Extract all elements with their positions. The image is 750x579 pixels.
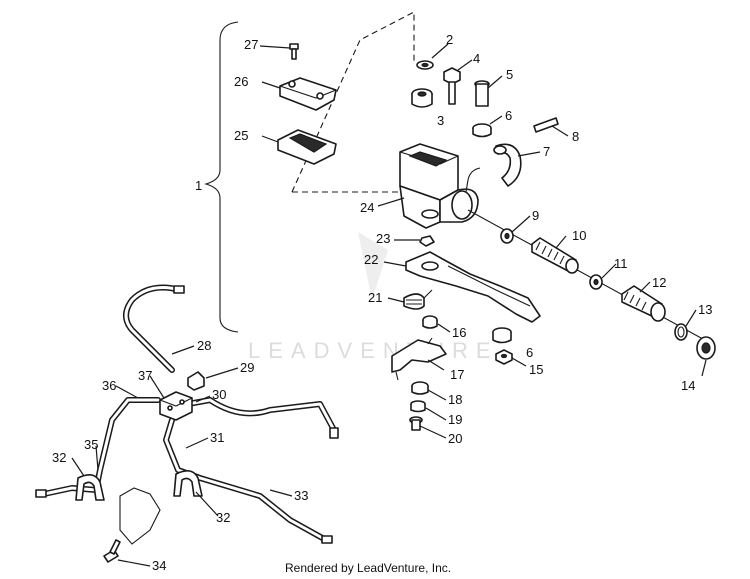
callout-29: 29 <box>240 360 254 375</box>
callout-6b: 6 <box>526 345 533 360</box>
switch-washer <box>411 381 429 395</box>
callout-27: 27 <box>244 37 258 52</box>
lower-bushing <box>492 327 512 344</box>
callout-18: 18 <box>448 392 462 407</box>
callout-7: 7 <box>543 144 550 159</box>
callout-14: 14 <box>681 378 695 393</box>
callout-24: 24 <box>360 200 374 215</box>
hose-junction-block <box>159 391 193 421</box>
piston-spring-assembly <box>621 285 666 322</box>
brake-hoses <box>41 284 337 543</box>
handlebar-clamp <box>493 143 522 187</box>
hose-clip <box>173 470 203 497</box>
hose-end-fitting <box>35 489 47 498</box>
callout-13: 13 <box>698 302 712 317</box>
group-bracket <box>204 11 415 333</box>
switch-bushing <box>422 315 438 329</box>
callout-6: 6 <box>505 108 512 123</box>
reservoir-diaphragm <box>277 129 337 165</box>
lock-nut <box>495 349 513 365</box>
banjo-fitting <box>187 371 205 391</box>
brake-switch-bracket <box>391 337 447 381</box>
lever-pin <box>474 80 490 107</box>
leader-lines <box>71 43 707 567</box>
callout-8: 8 <box>572 129 579 144</box>
callout-32b: 32 <box>216 510 230 525</box>
lever-spring <box>403 289 433 310</box>
pivot-nut <box>419 235 435 247</box>
dust-boot <box>531 237 579 274</box>
callout-21: 21 <box>368 290 382 305</box>
callout-15: 15 <box>529 362 543 377</box>
master-cylinder-body <box>399 143 481 229</box>
callout-31: 31 <box>210 430 224 445</box>
callout-32: 32 <box>52 450 66 465</box>
top-bushing <box>411 88 433 108</box>
callout-37: 37 <box>138 368 152 383</box>
callout-36: 36 <box>102 378 116 393</box>
watermark: LEADVENTURE <box>248 232 499 363</box>
credit-text: Rendered by LeadVenture, Inc. <box>285 561 451 575</box>
top-washer <box>416 60 434 70</box>
callout-labels: 1 2 3 4 5 6 7 8 9 10 11 12 13 14 15 16 1… <box>52 32 712 573</box>
hose-end-fitting <box>173 285 185 294</box>
hose-end-fitting <box>329 427 339 439</box>
callout-33: 33 <box>294 488 308 503</box>
clamp-bolt <box>533 117 559 133</box>
hose-end-fitting <box>321 535 333 544</box>
end-cap <box>696 336 716 360</box>
retaining-ring <box>674 323 688 341</box>
watermark-text: LEADVENTURE <box>248 338 499 363</box>
callout-16: 16 <box>452 325 466 340</box>
callout-11: 11 <box>614 256 628 271</box>
callout-17: 17 <box>450 367 464 382</box>
reservoir-cap <box>279 77 337 111</box>
callout-22: 22 <box>364 252 378 267</box>
hose-clip <box>75 474 105 501</box>
switch-spacer <box>410 400 426 413</box>
callout-20: 20 <box>448 431 462 446</box>
callout-30: 30 <box>212 387 226 402</box>
clip-bolt <box>103 539 121 563</box>
piston-washer <box>500 228 514 244</box>
pivot-bolt <box>443 67 461 105</box>
callout-28: 28 <box>197 338 211 353</box>
callout-35: 35 <box>84 437 98 452</box>
callout-3: 3 <box>437 113 444 128</box>
callout-9: 9 <box>532 208 539 223</box>
callout-1: 1 <box>195 178 202 193</box>
frame-fragment <box>119 487 161 545</box>
brake-lever <box>405 251 541 323</box>
callout-12: 12 <box>652 275 666 290</box>
pin-bushing <box>472 123 492 138</box>
callout-5: 5 <box>506 67 513 82</box>
callout-34: 34 <box>152 558 166 573</box>
boot-washer <box>589 274 603 290</box>
callout-2: 2 <box>446 32 453 47</box>
callout-19: 19 <box>448 412 462 427</box>
callout-23: 23 <box>376 231 390 246</box>
callout-4: 4 <box>473 51 480 66</box>
callout-10: 10 <box>572 228 586 243</box>
switch-screw <box>409 416 423 431</box>
callout-26: 26 <box>234 74 248 89</box>
cap-screw <box>289 43 299 60</box>
callout-25: 25 <box>234 128 248 143</box>
